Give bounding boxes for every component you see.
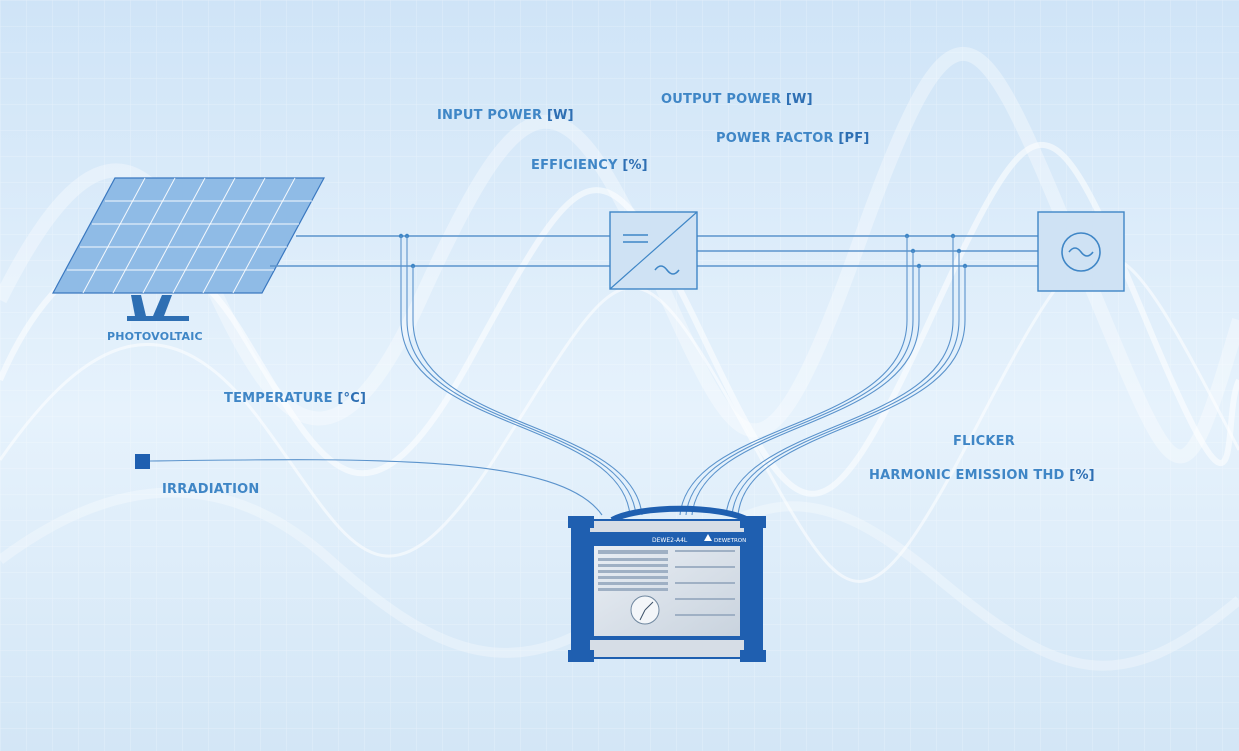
harmonic-emission-unit: [%] (1069, 468, 1095, 483)
harmonic-emission-text: HARMONIC EMISSION THD (869, 468, 1065, 483)
grid-ac-source-icon (1037, 211, 1125, 292)
power-factor-text: POWER FACTOR (716, 131, 834, 146)
temperature-label: TEMPERATURE [°C] (224, 391, 366, 406)
temperature-unit: [°C] (337, 391, 367, 406)
ac-lines (697, 235, 1038, 267)
solar-panel-icon (51, 177, 326, 321)
power-factor-unit: [PF] (838, 131, 870, 146)
output-power-text: OUTPUT POWER (661, 92, 782, 107)
output-power-label: OUTPUT POWER [W] (661, 92, 813, 107)
dewetron-logo-icon (704, 534, 712, 541)
input-power-unit: [W] (546, 108, 574, 123)
measurement-device-icon: DEWE2-A4L DEWETRON (568, 505, 766, 662)
inverter-icon (609, 211, 698, 290)
dc-lines (270, 235, 610, 267)
device-model-label: DEWE2-A4L (652, 537, 688, 544)
irradiation-label: IRRADIATION (162, 482, 260, 497)
photovoltaic-label: PHOTOVOLTAIC (107, 330, 203, 343)
irradiation-sensor-icon (135, 454, 150, 469)
harmonic-emission-label: HARMONIC EMISSION THD [%] (869, 468, 1095, 483)
measurement-cables (149, 236, 966, 516)
efficiency-unit: [%] (622, 158, 648, 173)
input-power-label: INPUT POWER [W] (437, 108, 574, 123)
device-brand-label: DEWETRON (714, 538, 746, 544)
flicker-label: FLICKER (953, 434, 1015, 449)
output-power-unit: [W] (785, 92, 813, 107)
input-power-text: INPUT POWER (437, 108, 543, 123)
efficiency-text: EFFICIENCY (531, 158, 618, 173)
temperature-text: TEMPERATURE (224, 391, 333, 406)
efficiency-label: EFFICIENCY [%] (531, 158, 648, 173)
power-factor-label: POWER FACTOR [PF] (716, 131, 869, 146)
